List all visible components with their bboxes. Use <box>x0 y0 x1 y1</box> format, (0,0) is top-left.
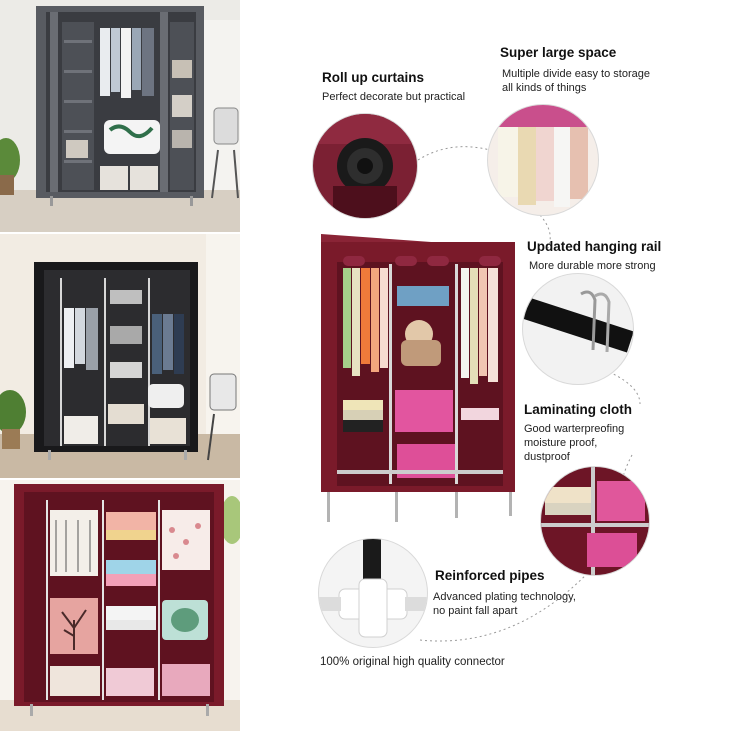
laminating-cloth-detail <box>540 466 650 576</box>
wine-wardrobe-photo <box>0 480 240 731</box>
reinforced-pipes-detail <box>318 538 428 648</box>
cloth-desc-line: dustproof <box>524 451 570 463</box>
cloth-desc-line: moisture proof, <box>524 437 598 449</box>
cloth-title: Laminating cloth <box>524 402 632 417</box>
cloth-desc-line: Good warterpreofing <box>524 423 625 435</box>
pipes-desc-line: no paint fall apart <box>433 605 518 617</box>
space-desc: Multiple divide easy to storage all kind… <box>502 67 650 95</box>
pipes-title: Reinforced pipes <box>435 568 545 583</box>
cloth-desc: Good warterpreofing moisture proof, dust… <box>524 422 624 464</box>
rail-title: Updated hanging rail <box>527 239 662 254</box>
roll-up-curtain-detail <box>312 113 418 219</box>
black-wardrobe-photo <box>0 234 240 478</box>
roll-up-desc: Perfect decorate but practical <box>322 90 465 104</box>
space-desc-line: Multiple divide easy to storage <box>502 68 650 80</box>
space-desc-line: all kinds of things <box>502 82 587 94</box>
pipes-desc-line: Advanced plating technology, <box>433 591 576 603</box>
connector-caption: 100% original high quality connector <box>320 656 505 668</box>
rail-desc: More durable more strong <box>529 259 656 273</box>
hanging-rail-detail <box>522 273 634 385</box>
roll-up-title: Roll up curtains <box>322 70 425 85</box>
rail-desc-line: More durable more strong <box>529 260 656 272</box>
large-space-detail <box>487 104 599 216</box>
space-title: Super large space <box>500 45 617 60</box>
pipes-desc: Advanced plating technology, no paint fa… <box>433 590 576 618</box>
roll-up-desc-line: Perfect decorate but practical <box>322 91 466 103</box>
grey-wardrobe-photo <box>0 0 240 232</box>
main-wardrobe-photo <box>315 228 523 528</box>
